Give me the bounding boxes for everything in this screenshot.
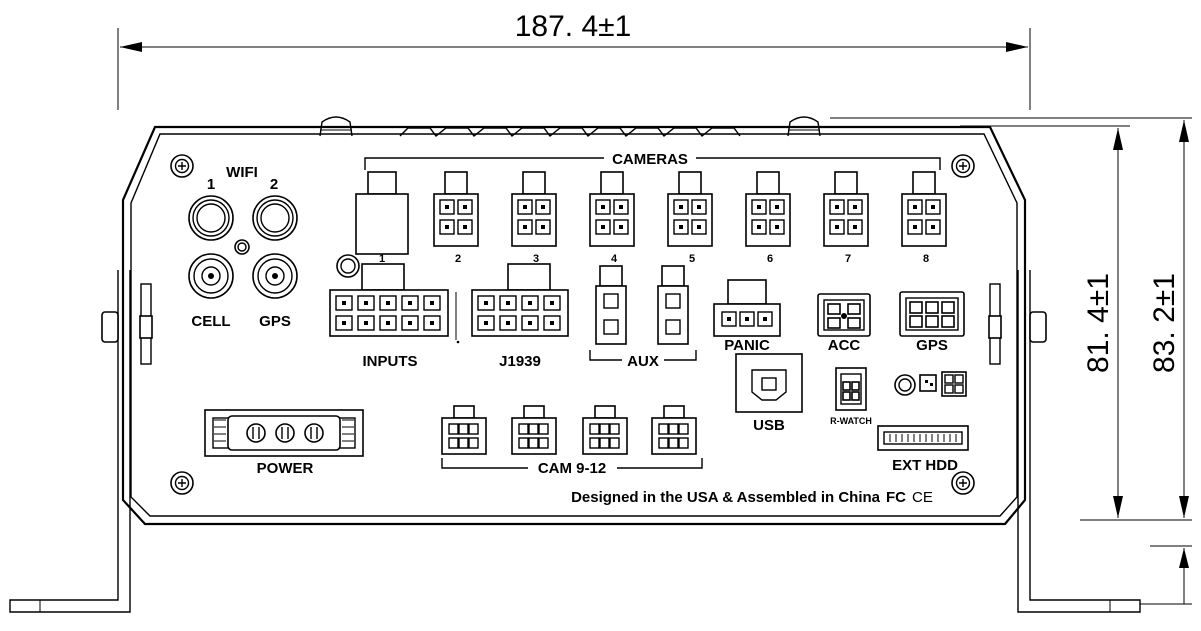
camera-connector-4: 4 xyxy=(589,171,635,265)
mounting-brackets xyxy=(9,270,1141,613)
antenna-section: WIFI 1 2 CELL GPS xyxy=(188,164,360,330)
wifi-1-connector xyxy=(188,195,234,241)
panic-label: PANIC xyxy=(724,337,770,354)
cam-9-12-label: CAM 9-12 xyxy=(538,460,606,477)
camera-number-4: 4 xyxy=(611,253,618,265)
camera-connector-8: 8 xyxy=(901,171,947,265)
acc-label: ACC xyxy=(828,337,861,354)
cam-9-12-connector xyxy=(441,405,487,455)
r-watch-connector: R-WATCH xyxy=(830,367,872,426)
cameras-bracket: CAMERAS xyxy=(364,151,941,170)
wifi-1-label: 1 xyxy=(207,176,215,193)
wifi-2-connector xyxy=(252,195,298,241)
camera-number-3: 3 xyxy=(533,253,539,265)
screw-icon xyxy=(170,471,194,495)
power-connector: POWER xyxy=(204,409,364,477)
screw-icon xyxy=(951,154,975,178)
cam-9-12-connector xyxy=(511,405,557,455)
wifi-2-label: 2 xyxy=(270,176,278,193)
outer-height-label: 83. 2±1 xyxy=(1148,273,1181,373)
gps-port-label: GPS xyxy=(916,337,948,354)
inner-height-label: 81. 4±1 xyxy=(1082,273,1115,373)
cam-9-12-connectors xyxy=(441,405,697,455)
j1939-connector: J1939 xyxy=(471,263,569,370)
camera-number-5: 5 xyxy=(689,253,695,265)
led-indicator xyxy=(234,239,250,255)
reset-button xyxy=(336,254,360,278)
gps-port-connector: GPS xyxy=(899,291,965,354)
screw-icon xyxy=(951,471,975,495)
cam-9-12-connector xyxy=(651,405,697,455)
camera-connector-6: 6 xyxy=(745,171,791,265)
round-button xyxy=(894,374,916,396)
inputs-connector: INPUTS xyxy=(329,263,449,370)
cell-connector xyxy=(188,253,234,299)
width-dimension-label: 187. 4±1 xyxy=(515,10,632,43)
camera-connector-3: 3 xyxy=(511,171,557,265)
height-dimensions: 81. 4±1 83. 2±1 xyxy=(830,117,1192,605)
panic-connector: PANIC xyxy=(713,279,781,354)
aux-connector-1 xyxy=(595,265,627,345)
ce-mark-icon: CE xyxy=(912,489,933,506)
screw-icon xyxy=(170,154,194,178)
camera-connector-7: 7 xyxy=(823,171,869,265)
mini-port-2 xyxy=(941,371,967,397)
cameras-label: CAMERAS xyxy=(612,151,688,168)
camera-number-2: 2 xyxy=(455,253,461,265)
camera-number-1: 1 xyxy=(379,253,385,265)
fcc-mark-icon: FC xyxy=(886,489,906,506)
gps-antenna-label: GPS xyxy=(259,313,291,330)
wifi-label: WIFI xyxy=(226,164,258,181)
aux-label: AUX xyxy=(627,353,659,370)
acc-connector: ACC xyxy=(817,293,871,354)
corner-screws xyxy=(170,154,975,495)
usb-port: USB xyxy=(735,353,803,434)
aux-connector-2 xyxy=(657,265,689,345)
power-label: POWER xyxy=(257,460,314,477)
footer-text: Designed in the USA & Assembled in China… xyxy=(571,489,933,506)
origin-text: Designed in the USA & Assembled in China xyxy=(571,489,881,506)
ext-hdd-label: EXT HDD xyxy=(892,457,958,474)
housing xyxy=(121,125,1027,526)
cell-label: CELL xyxy=(191,313,230,330)
mini-ports xyxy=(894,371,967,397)
camera-connector-1: 1 xyxy=(355,171,409,265)
usb-label: USB xyxy=(753,417,785,434)
r-watch-label: R-WATCH xyxy=(830,416,872,426)
camera-number-8: 8 xyxy=(923,253,929,265)
mini-port-1 xyxy=(919,374,937,392)
aux-connectors: AUX xyxy=(589,265,697,370)
ext-hdd-port: EXT HDD xyxy=(877,425,969,474)
camera-connector-5: 5 xyxy=(667,171,713,265)
width-dimension: 187. 4±1 xyxy=(117,10,1031,110)
camera-number-6: 6 xyxy=(767,253,773,265)
j1939-label: J1939 xyxy=(499,353,541,370)
camera-connector-2: 2 xyxy=(433,171,479,265)
camera-connectors: 1 2 3 4 5 6 7 8 xyxy=(355,171,947,265)
cam-9-12-connector xyxy=(582,405,628,455)
cam-9-12-bracket: CAM 9-12 xyxy=(441,458,703,477)
camera-number-7: 7 xyxy=(845,253,851,265)
gps-antenna-connector xyxy=(252,253,298,299)
inputs-label: INPUTS xyxy=(362,353,417,370)
